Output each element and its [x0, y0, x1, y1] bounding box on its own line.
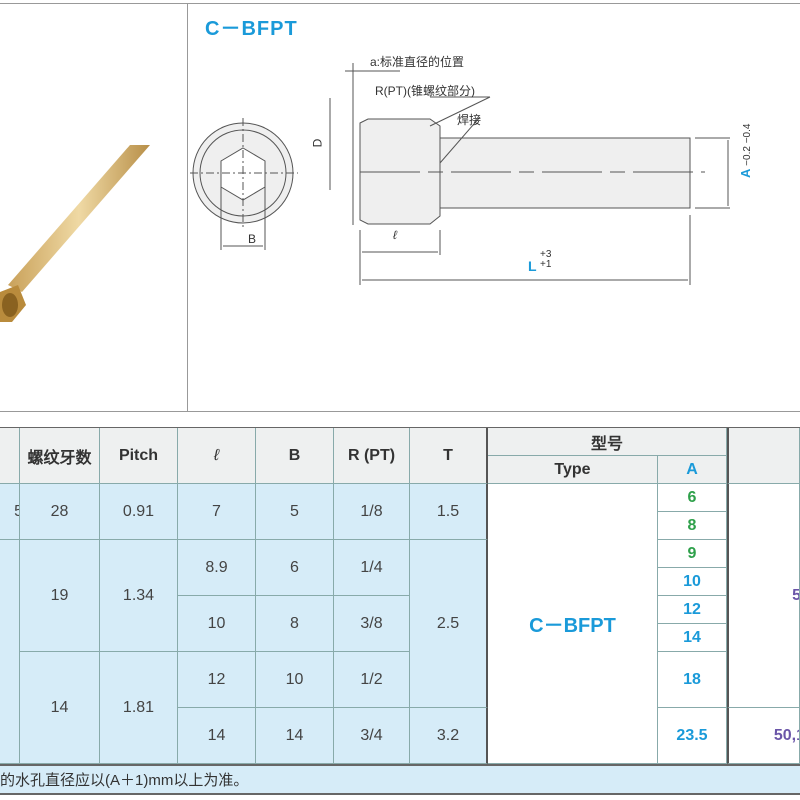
side-view	[329, 63, 730, 285]
type-cell: C－BFPT	[488, 484, 658, 764]
l-cell: 12	[178, 652, 256, 708]
last-col-cell: 5	[727, 484, 800, 708]
b-cell: 5	[256, 484, 334, 540]
a-cell: 14	[658, 624, 727, 652]
t-cell: 1.5	[410, 484, 488, 540]
col0-value: 5	[14, 503, 19, 521]
threads-cell: 28	[20, 484, 100, 540]
dim-L-tolerance: +3+1	[540, 250, 554, 270]
dim-D: D	[310, 138, 325, 148]
l-cell: 7	[178, 484, 256, 540]
last-col-value: 50,1	[773, 726, 799, 744]
product-header-panel	[0, 3, 800, 412]
header-r: R (PT)	[334, 428, 410, 484]
header-l: ℓ	[178, 428, 256, 484]
header-threads: 螺纹牙数	[20, 428, 100, 484]
b-cell: 6	[256, 540, 334, 596]
technical-drawing	[190, 63, 730, 285]
l-cell: 8.9	[178, 540, 256, 596]
tol-lower: +1	[540, 259, 552, 270]
a-cell: 6	[658, 484, 727, 512]
a-cell: 18	[658, 652, 727, 708]
dim-B: B	[248, 232, 257, 246]
product-title: C－BFPT	[205, 18, 298, 40]
dim-A-label: A	[738, 168, 753, 178]
spec-table: 螺纹牙数 Pitch ℓ B R (PT) T 型号 Type A 5 28 0…	[0, 428, 800, 792]
r-cell: 1/2	[334, 652, 410, 708]
a-cell: 10	[658, 568, 727, 596]
col0-cell	[0, 540, 20, 764]
pitch-cell: 0.91	[100, 484, 178, 540]
header-a: A	[658, 456, 727, 484]
l-cell: 10	[178, 596, 256, 652]
a-cell: 8	[658, 512, 727, 540]
header-b: B	[256, 428, 334, 484]
header-pitch: Pitch	[100, 428, 178, 484]
b-cell: 10	[256, 652, 334, 708]
header-col0	[0, 428, 20, 484]
header-type: Type	[488, 456, 658, 484]
a-cell: 9	[658, 540, 727, 568]
header-last	[727, 428, 800, 484]
panel-divider	[187, 3, 188, 411]
r-cell: 3/8	[334, 596, 410, 652]
r-cell: 3/4	[334, 708, 410, 764]
product-photo	[0, 145, 150, 322]
t-cell: 2.5	[410, 540, 488, 708]
t-cell: 3.2	[410, 708, 488, 764]
b-cell: 14	[256, 708, 334, 764]
table-footnote: 的水孔直径应以(A＋1)mm以上为准。	[0, 764, 800, 795]
end-view	[190, 118, 298, 250]
label-standard-diameter: a:标准直径的位置	[370, 55, 465, 69]
dim-A-tolerance: −0.2 −0.4	[742, 123, 753, 166]
pitch-cell: 1.81	[100, 652, 178, 764]
last-col-value: 5	[792, 587, 799, 605]
col0-cell: 5	[0, 484, 20, 540]
r-cell: 1/8	[334, 484, 410, 540]
header-t: T	[410, 428, 488, 484]
pitch-cell: 1.34	[100, 540, 178, 652]
b-cell: 8	[256, 596, 334, 652]
label-weld: 焊接	[457, 113, 482, 127]
last-col-cell: 50,1	[727, 708, 800, 764]
dim-A: A −0.2 −0.4	[738, 124, 753, 178]
header-model: 型号	[488, 428, 727, 456]
a-cell: 12	[658, 596, 727, 624]
tol-upper: +3	[540, 249, 552, 260]
threads-cell: 19	[20, 540, 100, 652]
r-cell: 1/4	[334, 540, 410, 596]
label-taper-thread: R(PT)(锥螺纹部分)	[375, 84, 475, 98]
dim-L: L	[528, 258, 537, 274]
l-cell: 14	[178, 708, 256, 764]
dim-l: ℓ	[393, 228, 397, 242]
threads-cell: 14	[20, 652, 100, 764]
a-cell: 23.5	[658, 708, 727, 764]
